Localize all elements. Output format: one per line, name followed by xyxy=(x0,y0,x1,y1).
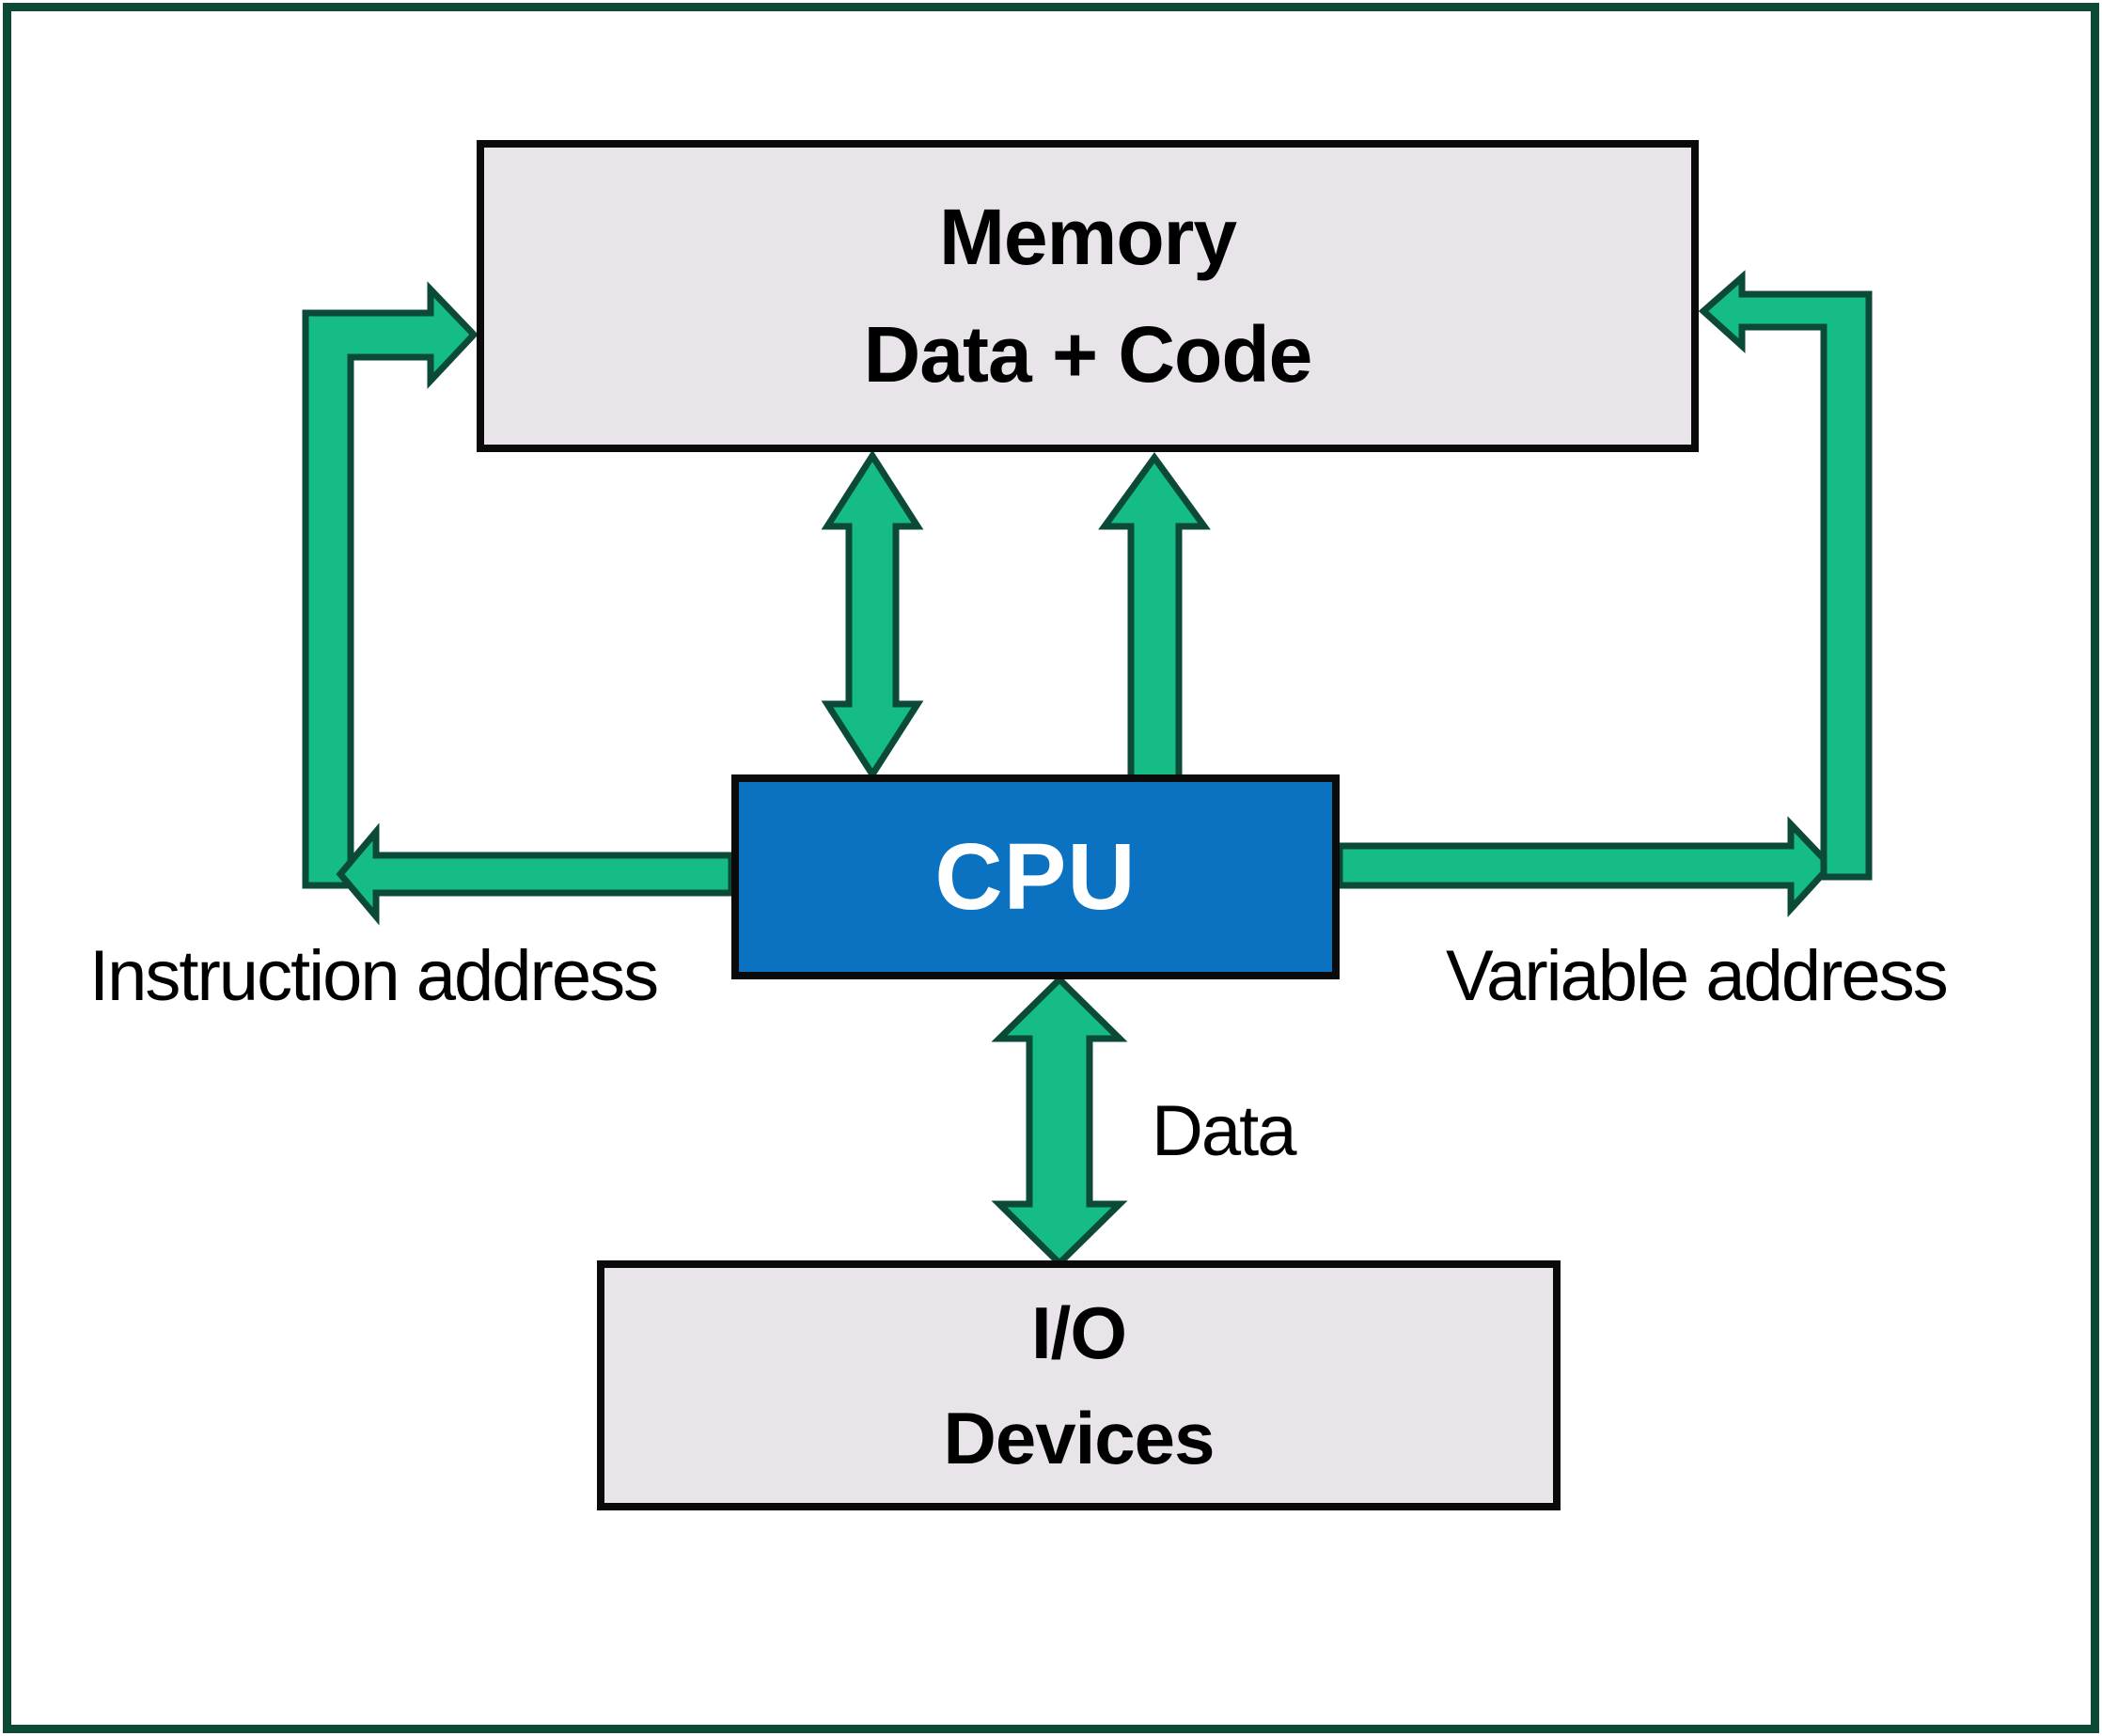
instruction-address-left-arrow xyxy=(336,822,735,926)
cpu-box: CPU xyxy=(731,774,1340,979)
memory-cpu-bidirectional-arrow xyxy=(821,449,924,781)
instruction-address-elbow-arrow xyxy=(302,281,478,889)
cpu-io-bidirectional-arrow xyxy=(991,975,1128,1268)
variable-address-right-arrow xyxy=(1336,816,1835,918)
memory-box: Memory Data + Code xyxy=(477,140,1699,452)
data-label: Data xyxy=(1152,1091,1297,1171)
io-devices-box: I/O Devices xyxy=(597,1260,1561,1510)
cpu-box-title: CPU xyxy=(934,824,1137,930)
io-box-title: I/O xyxy=(1030,1291,1127,1374)
memory-box-title: Memory xyxy=(938,193,1237,281)
memory-box-subtitle: Data + Code xyxy=(863,310,1313,399)
variable-address-elbow-arrow xyxy=(1698,270,1873,881)
io-box-subtitle: Devices xyxy=(943,1397,1216,1479)
variable-address-label: Variable address xyxy=(1446,936,1949,1016)
cpu-memory-up-arrow xyxy=(1098,452,1211,783)
instruction-address-label: Instruction address xyxy=(89,936,659,1016)
